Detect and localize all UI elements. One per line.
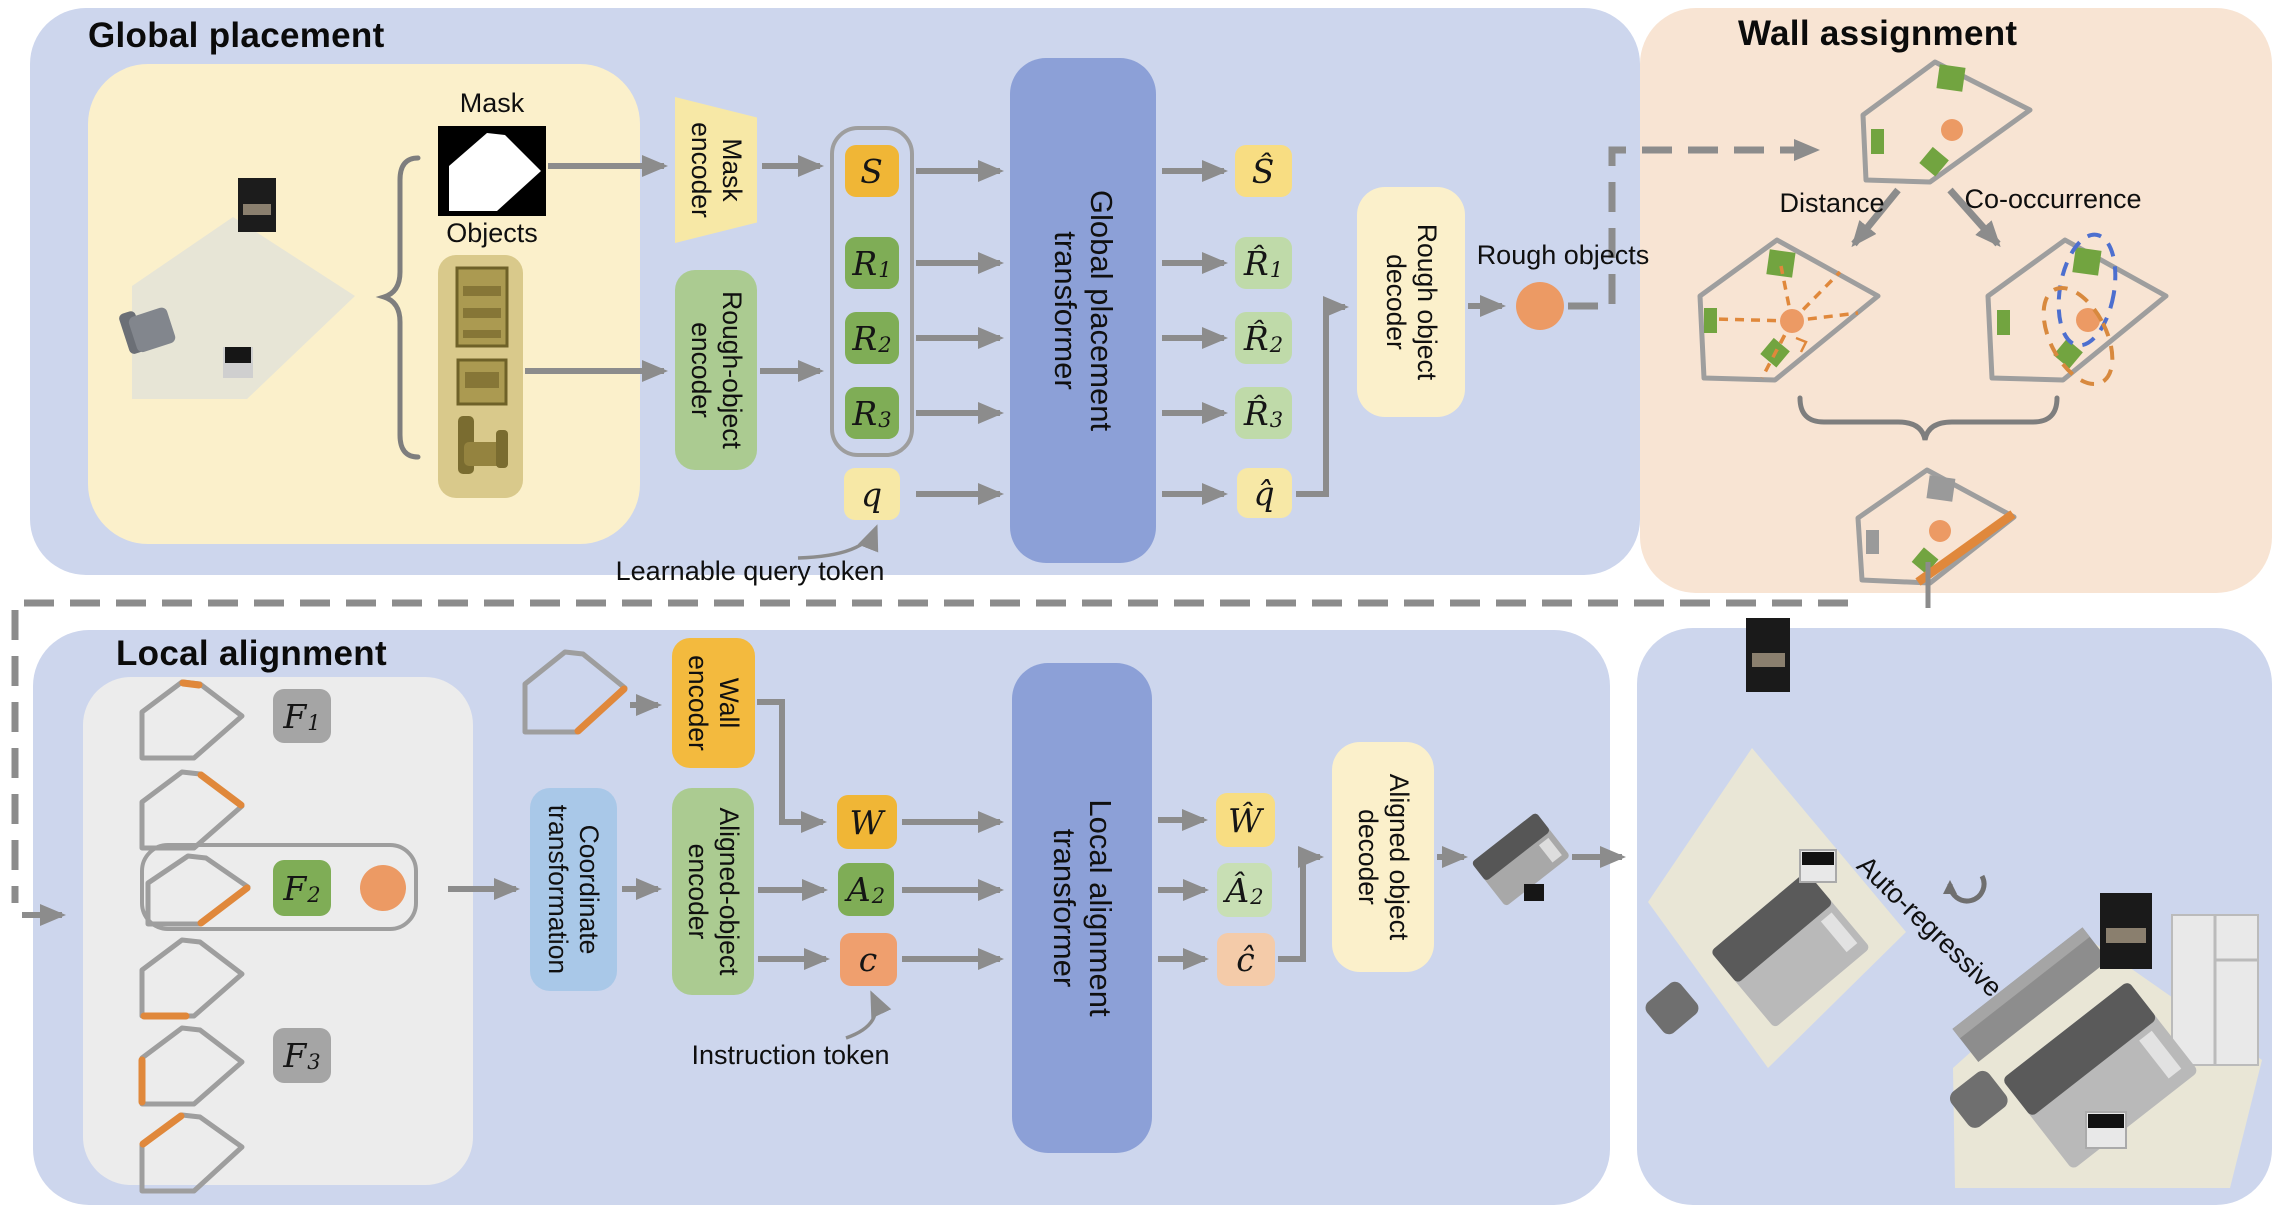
token-c: c — [840, 933, 897, 986]
objects-label: Objects — [446, 218, 538, 248]
token-q-hat-text: q̂ — [1253, 473, 1275, 513]
token-c-text: c — [858, 940, 878, 979]
distance-label: Distance — [1779, 188, 1885, 218]
aligned-object-encoder-label-2: encoder — [683, 843, 713, 940]
token-R2-hat-text: R̂ — [1243, 318, 1269, 358]
mask-label: Mask — [459, 88, 525, 118]
token-A2-text: A — [846, 870, 871, 909]
token-S-hat-text: Ŝ — [1251, 151, 1275, 191]
token-R2-text: R — [852, 318, 878, 358]
token-F2-text: F — [283, 868, 307, 908]
rough-object-encoder-label-1: Rough-object — [716, 291, 747, 449]
wall-assignment-title: Wall assignment — [1738, 14, 2018, 53]
gp-transformer-label-2: transformer — [1048, 231, 1083, 390]
token-W-hat-text: Ŵ — [1228, 800, 1262, 840]
token-F3-text: F — [283, 1036, 307, 1075]
cooccurrence-label: Co-occurrence — [1964, 184, 2142, 214]
token-R3-hat-text: R̂ — [1243, 393, 1269, 433]
rough-object-decoder-label-2: decoder — [1381, 254, 1411, 350]
token-R1-hat-sub: 1 — [1269, 257, 1284, 282]
token-R1-hat: R̂1 — [1235, 237, 1292, 289]
result-scene-panel — [1637, 628, 2272, 1205]
wall-assignment-panel — [1640, 8, 2272, 593]
token-R2-sub: 2 — [878, 332, 892, 357]
wall-encoder-label-2: encoder — [683, 655, 714, 751]
token-R3-sub: 3 — [878, 407, 892, 432]
la-transformer-label-2: transformer — [1047, 828, 1082, 988]
input-scene-panel — [88, 64, 640, 544]
token-R1-hat-text: R̂ — [1243, 243, 1269, 283]
token-R2-hat: R̂2 — [1235, 312, 1292, 364]
rough-objects-label: Rough objects — [1476, 240, 1650, 270]
rough-object-decoder-label-1: Rough object — [1411, 223, 1442, 381]
token-A2-sub: 2 — [871, 884, 886, 908]
token-R3-hat: R̂3 — [1235, 387, 1292, 439]
aligned-object-encoder-label-1: Aligned-object — [713, 807, 744, 976]
token-c-hat: ĉ — [1217, 933, 1275, 986]
mask-encoder-label-1: Mask — [716, 138, 747, 202]
token-F3-sub: 3 — [307, 1050, 321, 1074]
token-F2-sub: 2 — [307, 882, 321, 907]
token-q-text: q — [860, 474, 883, 514]
floor-candidates-panel — [83, 677, 473, 1185]
local-alignment-title: Local alignment — [116, 634, 387, 673]
aligned-object-decoder-label-1: Aligned object — [1383, 773, 1414, 941]
token-F1-sub: 1 — [307, 710, 321, 735]
token-R2-hat-sub: 2 — [1269, 332, 1284, 357]
learnable-query-label: Learnable query token — [615, 556, 885, 586]
token-R3-hat-sub: 3 — [1269, 407, 1284, 432]
rough-object-encoder-label-2: encoder — [686, 322, 716, 418]
instruction-token-label: Instruction token — [691, 1040, 890, 1070]
global-placement-title: Global placement — [88, 16, 385, 55]
token-S: S — [845, 145, 899, 197]
token-F1-text: F — [283, 696, 307, 736]
mask-encoder-label-2: encoder — [686, 122, 716, 218]
coordinate-transformation-label-2: transformation — [543, 804, 574, 975]
gp-transformer-label-1: Global placement — [1083, 189, 1119, 432]
la-transformer-label-1: Local alignment — [1082, 799, 1118, 1017]
token-A2-hat-sub: 2 — [1250, 884, 1264, 909]
token-W: W — [837, 795, 897, 849]
wall-encoder-label-1: Wall — [714, 677, 745, 729]
aligned-object-decoder-label-2: decoder — [1353, 809, 1383, 905]
token-S-hat: Ŝ — [1235, 145, 1292, 197]
coordinate-transformation-label-1: Coordinate — [574, 824, 605, 955]
token-A2-hat-text: Â — [1225, 870, 1250, 910]
token-R1-text: R — [852, 243, 878, 283]
token-c-hat-text: ĉ — [1236, 940, 1255, 979]
objects-box — [438, 255, 523, 498]
token-R3-text: R — [852, 393, 878, 433]
token-S-text: S — [860, 151, 883, 191]
token-W-text: W — [849, 802, 884, 842]
token-W-hat: Ŵ — [1216, 793, 1275, 847]
token-R1-sub: 1 — [878, 257, 892, 282]
token-q-hat: q̂ — [1237, 468, 1292, 518]
token-q: q — [844, 468, 900, 520]
